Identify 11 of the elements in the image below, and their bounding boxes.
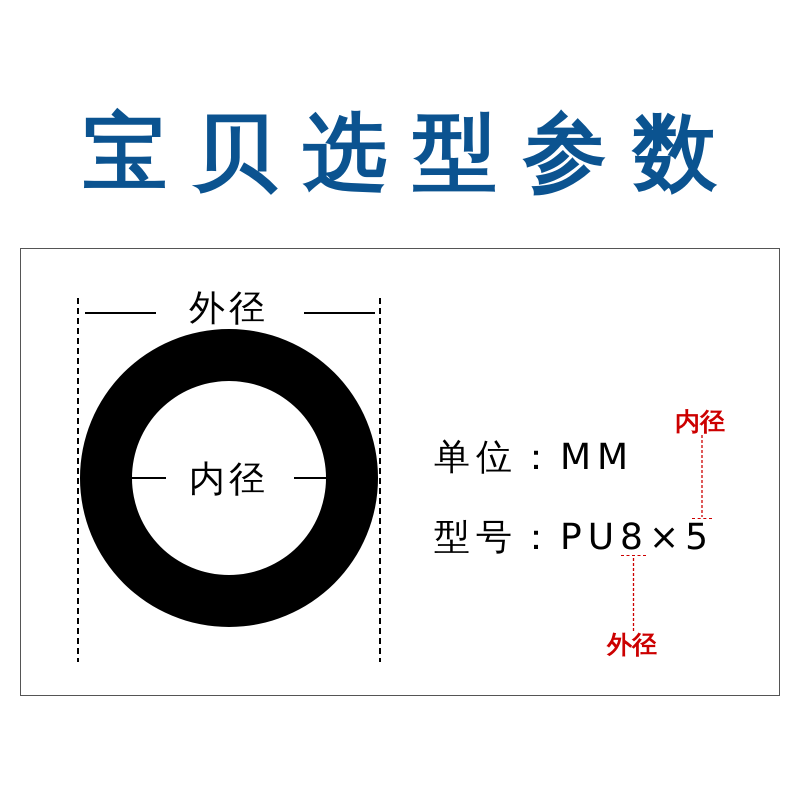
spec-text: 型号：PU8×5 (434, 520, 714, 556)
leader-label: 内径 (675, 409, 725, 434)
dimension-label: 外径 (189, 291, 269, 327)
leader-line (701, 435, 703, 517)
title: 宝贝选型参数 (82, 110, 744, 194)
leader-label: 外径 (607, 632, 657, 657)
dimension-label: 内径 (189, 462, 269, 498)
underline-mark (621, 555, 646, 556)
spec-text: 单位：MM (434, 440, 634, 476)
underline-mark (692, 518, 712, 519)
leader-line (632, 557, 634, 631)
